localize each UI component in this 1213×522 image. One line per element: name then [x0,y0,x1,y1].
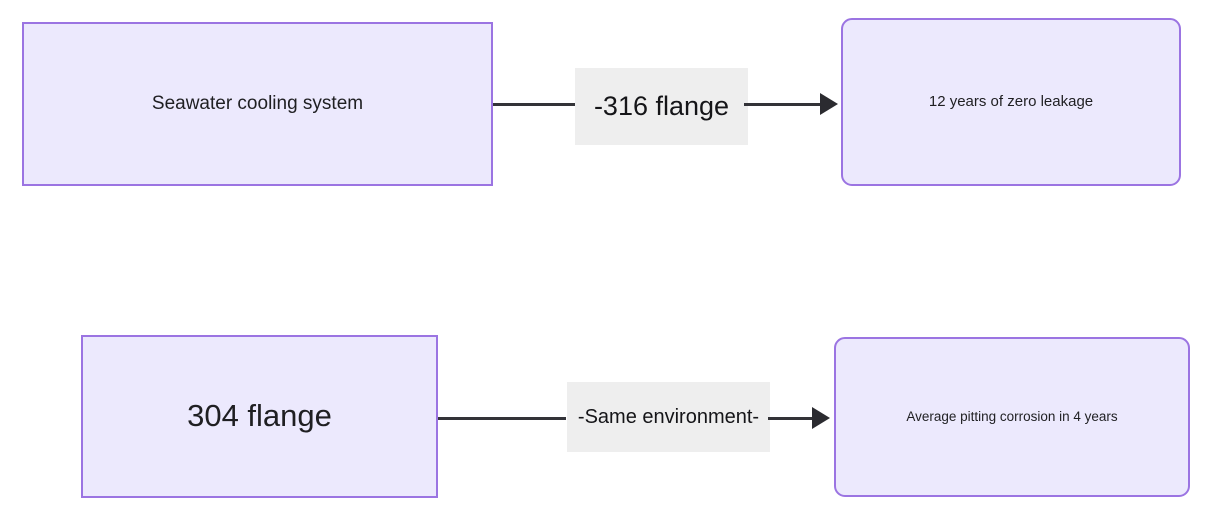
edge-label-316-flange: -316 flange [575,68,748,145]
node-label: Average pitting corrosion in 4 years [906,408,1118,424]
node-304-flange[interactable]: 304 flange [81,335,438,498]
edge-label-same-environment: -Same environment- [567,382,770,452]
edge-line-top-left-segment [493,103,579,106]
edge-line-bottom-left-segment [438,417,566,420]
edge-line-bottom-right-segment [768,417,826,420]
arrow-head-icon-top [820,93,838,115]
edge-label-text: -Same environment- [577,405,760,428]
node-label: 304 flange [187,398,332,434]
arrow-head-icon-bottom [812,407,830,429]
edge-line-top-right-segment [744,103,832,106]
node-zero-leakage[interactable]: 12 years of zero leakage [841,18,1181,186]
node-pitting-corrosion[interactable]: Average pitting corrosion in 4 years [834,337,1190,497]
node-seawater-cooling-system[interactable]: Seawater cooling system [22,22,493,186]
node-label: Seawater cooling system [151,93,364,115]
node-label: 12 years of zero leakage [928,92,1094,110]
edge-label-text: -316 flange [593,91,730,121]
